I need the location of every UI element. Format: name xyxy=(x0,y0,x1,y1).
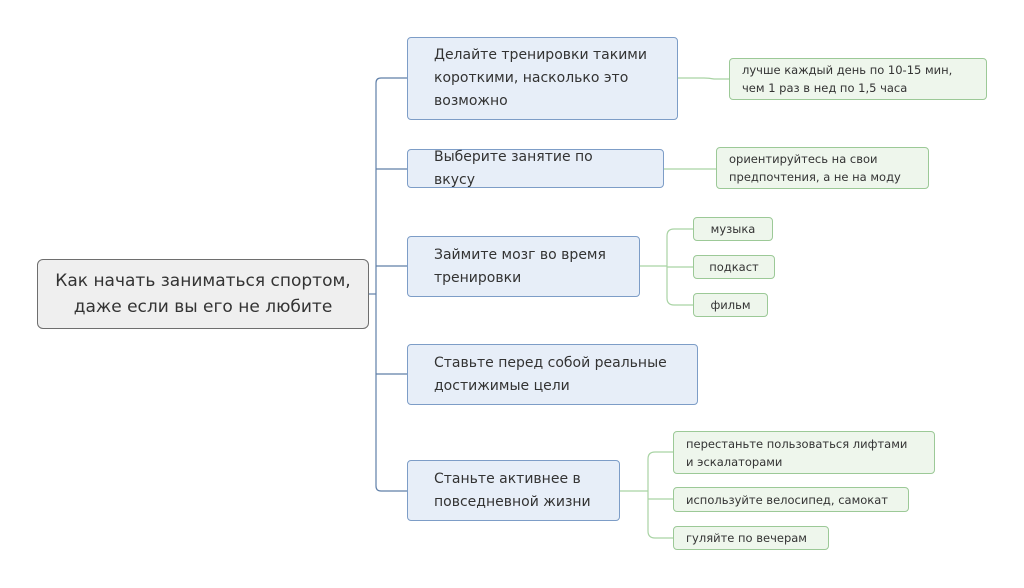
branch-be-active[interactable]: Станьте активнее в повседневной жизни xyxy=(407,460,620,521)
leaf-label: подкаст xyxy=(709,260,759,274)
leaf-connector xyxy=(647,451,673,539)
branch-connector xyxy=(375,77,407,84)
branch-short-workouts[interactable]: Делайте тренировки такими короткими, нас… xyxy=(407,37,678,120)
branch-occupy-mind[interactable]: Займите мозг во время тренировки xyxy=(407,236,640,297)
branch-realistic-goals[interactable]: Ставьте перед собой реальные достижимые … xyxy=(407,344,698,405)
leaf-label: фильм xyxy=(710,298,751,312)
leaf-no-elevators[interactable]: перестаньте пользоваться лифтами и эскал… xyxy=(673,431,935,474)
central-topic-label: Как начать заниматься спортом, даже если… xyxy=(55,271,351,317)
branch-label: Делайте тренировки такими короткими, нас… xyxy=(434,47,647,109)
branch-choose-activity[interactable]: Выберите занятие по вкусу xyxy=(407,149,664,188)
leaf-connector xyxy=(678,77,729,80)
branch-label: Ставьте перед собой реальные достижимые … xyxy=(434,354,667,394)
branch-label: Займите мозг во время тренировки xyxy=(434,246,606,286)
leaf-preferences[interactable]: ориентируйтесь на свои предпочтения, а н… xyxy=(716,147,929,189)
branch-label: Выберите занятие по вкусу xyxy=(434,148,593,188)
leaf-label: музыка xyxy=(710,222,756,236)
leaf-daily-short[interactable]: лучше каждый день по 10-15 мин, чем 1 ра… xyxy=(729,58,987,100)
leaf-label: лучше каждый день по 10-15 мин, чем 1 ра… xyxy=(742,63,953,95)
branch-label: Станьте активнее в повседневной жизни xyxy=(434,470,591,510)
leaf-label: перестаньте пользоваться лифтами и эскал… xyxy=(686,436,908,469)
leaf-evening-walks[interactable]: гуляйте по вечерам xyxy=(673,526,829,550)
leaf-label: используйте велосипед, самокат xyxy=(686,492,888,507)
leaf-music[interactable]: музыка xyxy=(693,217,773,241)
leaf-podcast[interactable]: подкаст xyxy=(693,255,775,279)
leaf-label: ориентируйтесь на свои предпочтения, а н… xyxy=(729,152,901,184)
branch-connector xyxy=(375,485,407,492)
leaf-film[interactable]: фильм xyxy=(693,293,768,317)
leaf-label: гуляйте по вечерам xyxy=(686,531,807,545)
central-topic[interactable]: Как начать заниматься спортом, даже если… xyxy=(37,259,369,329)
leaf-bike-scooter[interactable]: используйте велосипед, самокат xyxy=(673,487,909,512)
